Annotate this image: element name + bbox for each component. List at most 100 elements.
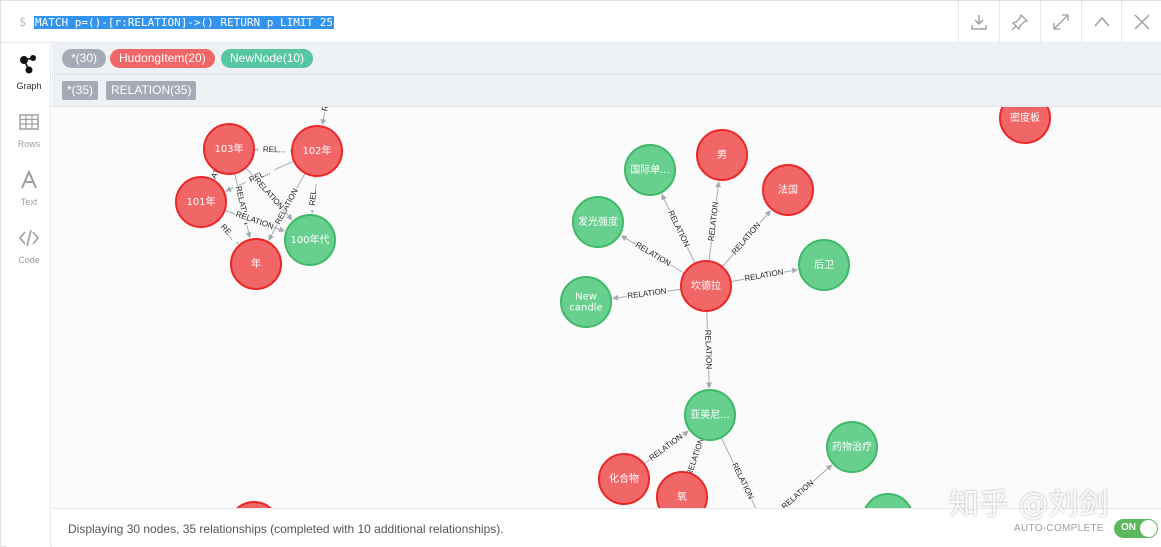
graph-node[interactable]: 102年 (291, 125, 343, 177)
autocomplete-toggle[interactable]: ON (1114, 519, 1158, 538)
node-label: 101年 (186, 195, 215, 208)
edge-label: RELATION (634, 240, 673, 268)
graph-node[interactable]: 氧 (656, 471, 708, 508)
node-circle[interactable] (203, 123, 255, 175)
node-circle[interactable] (999, 107, 1051, 144)
node-circle[interactable] (598, 453, 650, 505)
graph-node[interactable]: 化合物 (598, 453, 650, 505)
graph-node[interactable] (863, 493, 913, 508)
node-circle[interactable] (624, 144, 676, 196)
graph-node[interactable]: 密度板 (999, 107, 1051, 144)
graph-node[interactable]: 法国 (762, 164, 814, 216)
view-rows-button[interactable]: Rows (7, 101, 51, 159)
graph-node[interactable]: 103年 (203, 123, 255, 175)
code-icon (18, 229, 40, 247)
graph-node[interactable]: 100年代 (284, 214, 336, 266)
query-bar: $ MATCH p=()-[r:RELATION]->() RETURN p L… (1, 1, 1161, 43)
node-circle[interactable] (798, 239, 850, 291)
text-icon (21, 169, 37, 189)
graph-node[interactable] (229, 501, 279, 508)
edge-label-background (215, 218, 241, 246)
graph-node[interactable]: 101年 (175, 176, 227, 228)
pin-icon (1011, 13, 1029, 30)
view-switcher: Graph Rows Text Code (7, 43, 51, 547)
prompt-symbol: $ (19, 15, 27, 29)
download-button[interactable] (958, 1, 999, 42)
edge-label-background (729, 220, 764, 258)
node-circle[interactable] (284, 214, 336, 266)
node-circle[interactable] (175, 176, 227, 228)
graph-svg[interactable]: RELATION RELATION RELATION RELATION RELATION… (52, 107, 1161, 508)
node-circle[interactable] (560, 276, 612, 328)
graph-node[interactable]: 国际单... (624, 144, 676, 196)
relationship-legend: *(35) RELATION(35) (52, 75, 1161, 107)
graph-node[interactable]: 发光强度 (572, 196, 624, 248)
node-circle[interactable] (863, 493, 913, 508)
close-button[interactable] (1121, 1, 1161, 42)
query-text[interactable]: MATCH p=()-[r:RELATION]->() RETURN p LIM… (34, 16, 335, 29)
autocomplete-label: AUTO-COMPLETE (1014, 523, 1104, 534)
result-footer: Displaying 30 nodes, 35 relationships (c… (52, 508, 1161, 547)
edge-label-background (729, 460, 756, 502)
view-code-label: Code (18, 255, 40, 265)
download-icon (971, 14, 987, 30)
view-code-button[interactable]: Code (7, 217, 51, 275)
edge-label: RELATION (744, 267, 785, 283)
graph-node[interactable]: 药物治疗 (826, 421, 878, 473)
edge-label-background (319, 107, 333, 114)
node-circle[interactable] (230, 238, 282, 290)
autocomplete-state: ON (1121, 522, 1136, 533)
edge-label: RELATION (253, 176, 286, 212)
node-circle[interactable] (696, 129, 748, 181)
legend-newnode[interactable]: NewNode(10) (221, 49, 314, 68)
edge-label-background (632, 239, 673, 270)
watermark-text: 知乎 @刘剑 (949, 487, 1109, 522)
graph-node[interactable]: 坎德拉 (680, 260, 732, 312)
edge-label-background (307, 178, 320, 211)
node-label: 年 (251, 257, 261, 270)
node-label: New (575, 292, 597, 303)
node-circle[interactable] (229, 501, 279, 508)
legend-all-relationships[interactable]: *(35) (62, 81, 99, 100)
graph-node[interactable]: 年 (230, 238, 282, 290)
node-circle[interactable] (680, 260, 732, 312)
node-label: 后卫 (814, 259, 834, 271)
close-icon (1134, 13, 1150, 30)
view-rows-label: Rows (17, 139, 41, 149)
collapse-button[interactable] (1081, 1, 1122, 42)
relationship-edge[interactable] (320, 107, 330, 126)
edge-label-background (243, 165, 277, 188)
pin-button[interactable] (999, 1, 1040, 42)
legend-relation-type[interactable]: RELATION(35) (106, 81, 197, 100)
edge-label: RELATION (647, 432, 684, 463)
fullscreen-button[interactable] (1040, 1, 1081, 42)
node-label: 化合物 (609, 472, 639, 485)
view-text-label: Text (20, 197, 38, 207)
node-circle[interactable] (656, 471, 708, 508)
node-label: candle (569, 303, 602, 314)
edge-label: RELATION (730, 461, 756, 501)
legend-all-nodes[interactable]: *(30) (62, 49, 107, 68)
node-label: 男 (717, 149, 727, 161)
collapse-up-icon (1094, 16, 1110, 26)
graph-node[interactable]: 亚美尼... (684, 389, 736, 441)
edge-label: RE (320, 107, 331, 112)
edge-label-background (779, 477, 817, 508)
node-label: 药物治疗 (832, 440, 872, 453)
node-circle[interactable] (291, 125, 343, 177)
node-label: 坎德拉 (691, 279, 721, 292)
legend-hudongitem[interactable]: HudongItem(20) (110, 49, 215, 68)
node-circle[interactable] (684, 389, 736, 441)
view-graph-button[interactable]: Graph (7, 43, 51, 101)
node-circle[interactable] (572, 196, 624, 248)
expand-icon (1053, 13, 1069, 30)
node-label: 发光强度 (578, 215, 618, 228)
graph-canvas[interactable]: RELATION RELATION RELATION RELATION RELATION… (52, 107, 1161, 508)
graph-node[interactable]: 后卫 (798, 239, 850, 291)
graph-node[interactable]: 男 (696, 129, 748, 181)
node-circle[interactable] (826, 421, 878, 473)
toggle-knob (1140, 520, 1157, 537)
node-circle[interactable] (762, 164, 814, 216)
view-text-button[interactable]: Text (7, 159, 51, 217)
